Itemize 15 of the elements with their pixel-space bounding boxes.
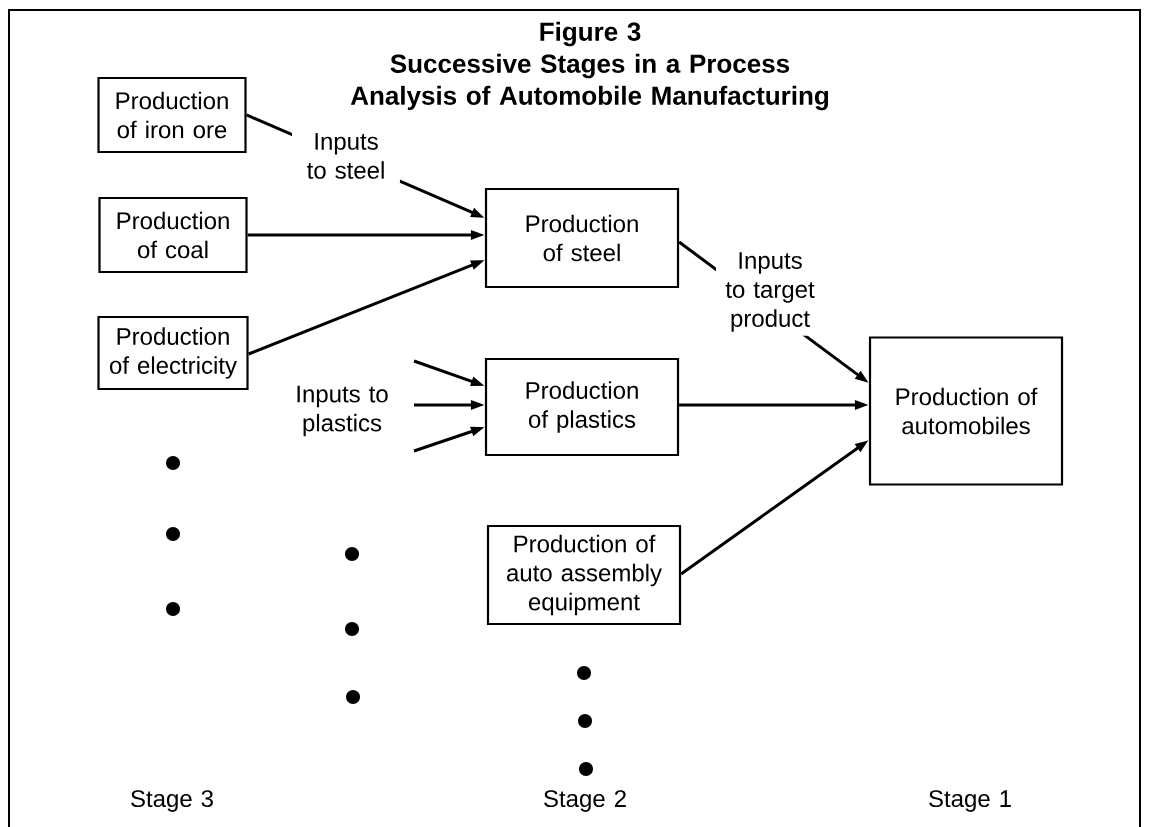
process-box: Production of plastics xyxy=(484,357,680,457)
process-box: Production of steel xyxy=(484,187,680,289)
process-box: Production of iron ore xyxy=(97,76,247,154)
stage-label: Stage 2 xyxy=(544,790,626,812)
stage-label: Stage 1 xyxy=(929,790,1011,812)
process-box: Production of automobiles xyxy=(868,336,1064,486)
process-box: Production of electricity xyxy=(97,315,249,391)
process-box: Production of auto assembly equipment xyxy=(486,524,682,626)
figure-number: Figure 3 xyxy=(540,21,641,47)
title: Successive Stages in a Process Analysis of Automobile Manufacturing xyxy=(350,53,829,111)
edge-label: Inputs to steel xyxy=(292,129,400,183)
stage-label: Stage 3 xyxy=(131,790,213,812)
text-label: Inputs to plastics xyxy=(297,385,388,437)
process-box: Production of coal xyxy=(98,196,248,274)
edge-label: Inputs to target product xyxy=(716,248,824,336)
